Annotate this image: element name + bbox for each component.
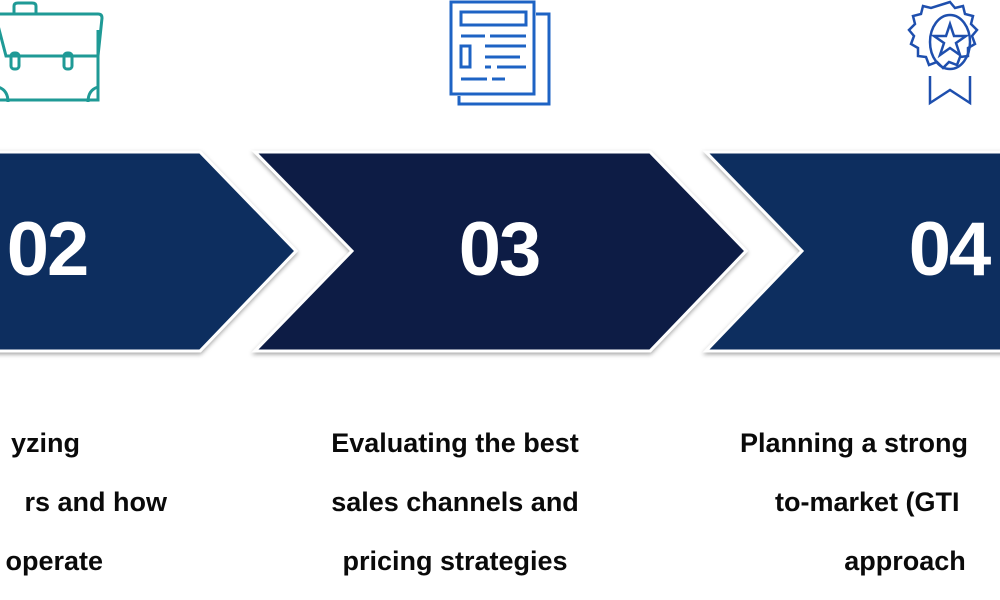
step-04-text-line-3: approach (844, 546, 966, 576)
document-icon (449, 0, 551, 106)
step-02-text-line-1: yzing (10, 428, 80, 458)
step-03-text-line-3: pricing strategies (342, 546, 568, 576)
step-02-text-line-2: rs and how (24, 487, 167, 517)
briefcase-icon (0, 1, 104, 103)
chevron-step-03 (251, 150, 749, 353)
chevron-step-04 (702, 150, 1000, 353)
chevron-step-02 (0, 150, 299, 353)
step-03-text-line-2: sales channels and (331, 487, 579, 517)
step-number-03: 03 (458, 207, 542, 292)
step-03-text-line-1: Evaluating the best (331, 428, 579, 458)
step-02-text-line-3: operate (5, 546, 103, 576)
step-number-02: 02 (6, 207, 90, 292)
step-number-04: 04 (908, 207, 992, 292)
award-badge-icon (907, 0, 979, 106)
step-04-text-line-2: to-market (GTI (775, 487, 960, 517)
step-04-text-line-1: Planning a strong (740, 428, 969, 458)
